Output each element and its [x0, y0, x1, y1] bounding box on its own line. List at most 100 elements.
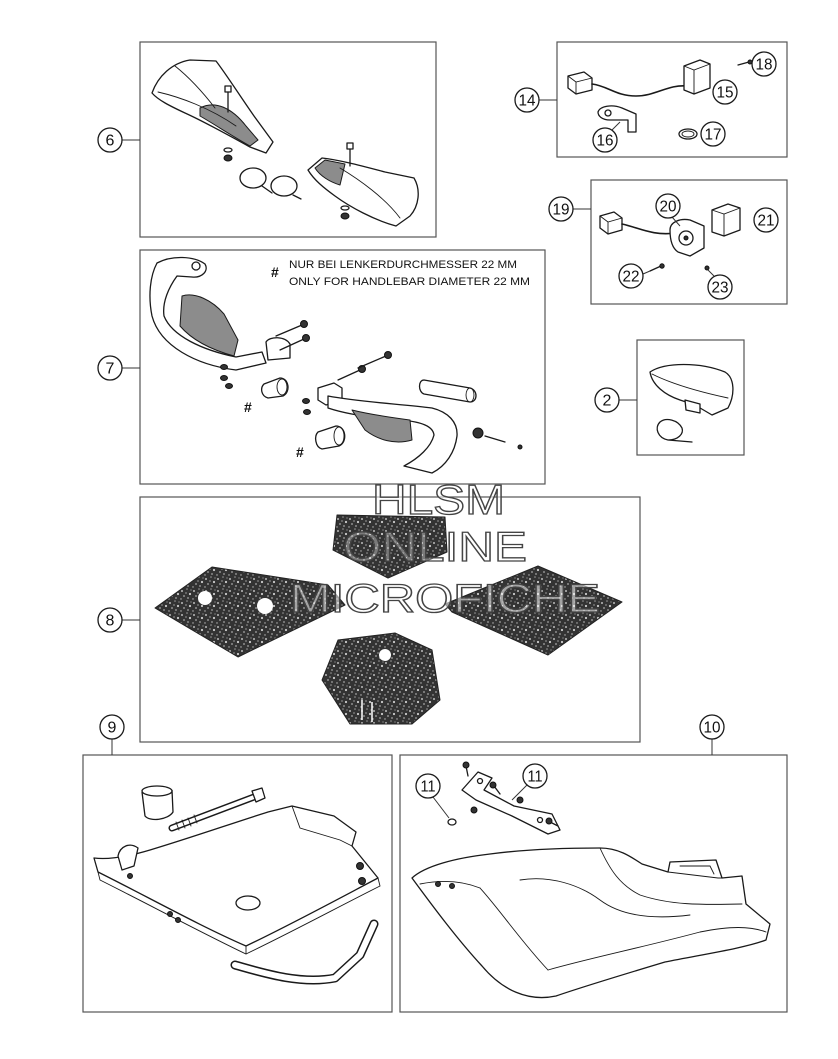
tube-body: [418, 379, 477, 403]
callout-ring: [415, 773, 441, 799]
handguard-edge: [339, 167, 401, 219]
small-screw: [704, 265, 710, 271]
callout-16: 16: [592, 121, 621, 153]
spacer-end: [333, 426, 345, 446]
callout-number: 16: [597, 133, 614, 150]
pad-hole: [379, 649, 391, 661]
plate-box: [667, 865, 723, 879]
callout-ring: [700, 121, 726, 147]
bracket-hole: [604, 109, 612, 117]
bolt: [224, 85, 232, 113]
callout-number: 23: [712, 280, 729, 297]
callout-number: 22: [623, 269, 640, 286]
pad-hole: [257, 598, 273, 614]
washer: [340, 205, 350, 211]
clamp: [270, 175, 302, 200]
callout-ring: [97, 127, 123, 153]
handguard-edge: [174, 65, 216, 109]
watermark-line-3: MICROFICHE: [290, 577, 600, 621]
plug-connector: [567, 71, 593, 95]
callout-15: 15: [712, 79, 738, 105]
plate-body: [411, 847, 771, 999]
bolt: [462, 761, 470, 777]
plate-body: [93, 805, 379, 947]
bolt-head: [545, 817, 553, 825]
callout-11-right: 11: [511, 763, 548, 801]
cover-edge: [651, 373, 729, 399]
bolt-head: [300, 320, 308, 328]
spacer: [261, 377, 289, 399]
support-bar: [230, 919, 379, 985]
screw-shank: [649, 265, 662, 272]
cover-shell: [649, 363, 734, 416]
nut: [356, 862, 364, 870]
o-ring: [678, 128, 698, 140]
bolt-head: [489, 781, 497, 789]
frame-7: [139, 249, 546, 485]
callout-ring: [514, 87, 540, 113]
callout-number: 19: [553, 202, 570, 219]
clamp-ring: [270, 175, 298, 197]
o-ring-inner: [681, 130, 695, 138]
callout-ring: [655, 193, 681, 219]
bolt: [489, 781, 501, 795]
drain-hole: [235, 895, 261, 911]
nut: [220, 364, 228, 370]
callout-ring: [751, 51, 777, 77]
plate-crease: [519, 878, 691, 918]
callout-9: 9: [99, 714, 125, 755]
nut: [223, 154, 233, 162]
watermark-line-2: ONLINE: [343, 523, 527, 570]
washer: [447, 818, 457, 826]
callout-2: 2: [594, 387, 637, 413]
bolt-head: [224, 85, 232, 93]
clamp: [265, 337, 291, 361]
pad-hole: [198, 591, 212, 605]
spacer-end: [276, 378, 288, 396]
plate-lip: [419, 880, 481, 889]
bar-tube: [418, 379, 477, 403]
plate-crease: [599, 847, 743, 905]
nut: [358, 877, 366, 885]
plug-connector: [599, 211, 623, 235]
group-10-skid-plate: [399, 754, 788, 1013]
callout-number: 9: [108, 720, 117, 737]
cable-tie: [656, 418, 693, 443]
handguard-edge: [157, 91, 237, 127]
callout-number: 15: [717, 85, 734, 102]
callout-number: 2: [603, 393, 612, 410]
pad-slit: [361, 700, 373, 722]
tube-body: [141, 789, 174, 821]
callout-ring: [99, 714, 125, 740]
bracket-hole: [476, 777, 484, 785]
callout-18: 18: [751, 51, 777, 77]
frame-10: [399, 754, 788, 1013]
screw-head: [659, 263, 665, 269]
callout-ring: [712, 79, 738, 105]
tube-end: [465, 387, 475, 403]
long-bolt: [168, 787, 266, 832]
bolt-shank-inner: [170, 795, 256, 830]
handguard-left: [149, 256, 267, 371]
callout-10: 10: [699, 714, 725, 755]
callout-14: 14: [514, 87, 557, 113]
clamp-ring: [239, 167, 267, 189]
callout-number: 17: [705, 127, 722, 144]
screw-shank: [737, 61, 750, 66]
foam-pad: [154, 566, 346, 658]
cable: [591, 83, 689, 97]
callout-ring: [618, 263, 644, 289]
callout-11-left: 11: [415, 773, 450, 819]
callout-ring: [753, 207, 779, 233]
plate-crease: [547, 927, 767, 971]
group-19-switch: [590, 179, 788, 305]
nut: [516, 796, 524, 804]
foam-pad-right: [444, 565, 623, 656]
bolt-shank: [337, 369, 361, 381]
group-2-cover: [636, 339, 745, 456]
frame-9: [82, 754, 393, 1013]
callout-17: 17: [700, 121, 726, 147]
callout-ring: [548, 196, 574, 222]
group-6-handguards: [139, 41, 437, 238]
foam-pad-top: [332, 514, 448, 579]
